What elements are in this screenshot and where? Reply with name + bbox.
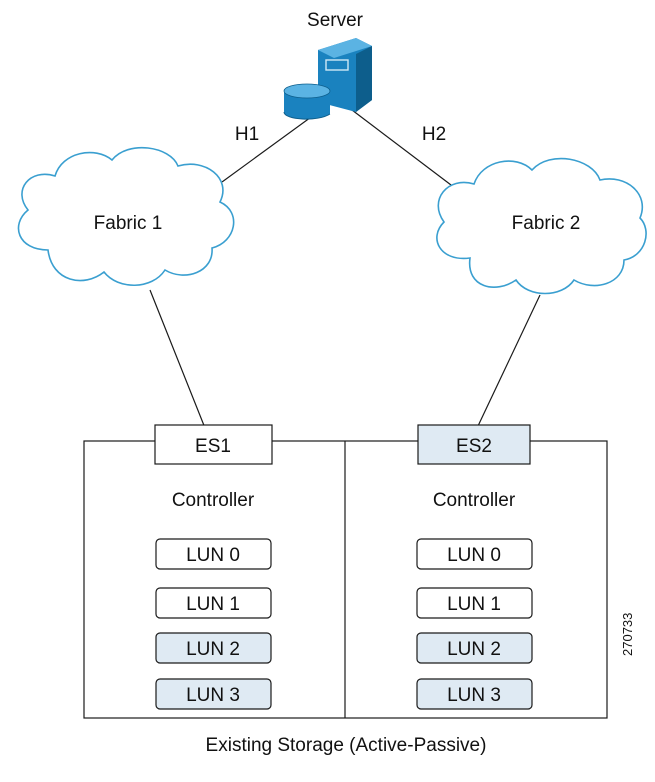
lun-label: LUN 2	[186, 639, 240, 660]
controller-2-label: Controller	[433, 490, 516, 511]
lun-3: LUN 3	[155, 678, 272, 710]
port-es2: ES2	[417, 424, 531, 465]
lun-label: LUN 1	[186, 594, 240, 615]
lun-label: LUN 3	[447, 685, 501, 706]
connection-lines	[149, 109, 541, 429]
lun-2: LUN 2	[155, 632, 272, 664]
port-es1-label: ES1	[195, 436, 231, 457]
link-h2-label: H2	[422, 124, 446, 145]
lun-label: LUN 0	[186, 545, 240, 566]
server-icon	[283, 38, 372, 120]
lun-2: LUN 2	[416, 632, 533, 664]
storage-caption: Existing Storage (Active-Passive)	[206, 735, 487, 756]
port-es2-label: ES2	[456, 436, 492, 457]
controller-1: Controller LUN 0 LUN 1 LUN 2 LUN 3	[155, 490, 272, 710]
fabric-2-cloud: Fabric 2	[436, 157, 647, 295]
fabric-1-label: Fabric 1	[94, 213, 163, 234]
lun-1: LUN 1	[155, 587, 272, 619]
lun-label: LUN 0	[447, 545, 501, 566]
lun-1: LUN 1	[416, 587, 533, 619]
link-fabric2-es2	[477, 294, 541, 427]
link-h1	[221, 111, 319, 183]
lun-3: LUN 3	[416, 678, 533, 710]
controller-2: Controller LUN 0 LUN 1 LUN 2 LUN 3	[416, 490, 533, 710]
lun-0: LUN 0	[155, 538, 272, 570]
fabric-1-cloud: Fabric 1	[17, 146, 235, 286]
lun-label: LUN 3	[186, 685, 240, 706]
link-h1-label: H1	[235, 124, 259, 145]
lun-label: LUN 2	[447, 639, 501, 660]
server-label: Server	[307, 10, 364, 31]
link-fabric1-es1	[149, 289, 206, 429]
port-es1: ES1	[154, 424, 273, 465]
storage-enclosure: ES1 ES2 Controller LUN 0 LUN 1 LUN 2 L	[83, 424, 608, 719]
controller-1-label: Controller	[172, 490, 255, 511]
lun-label: LUN 1	[447, 594, 501, 615]
fabric-2-label: Fabric 2	[512, 213, 581, 234]
link-h2	[351, 109, 456, 189]
figure-id: 270733	[620, 613, 635, 656]
lun-0: LUN 0	[416, 538, 533, 570]
